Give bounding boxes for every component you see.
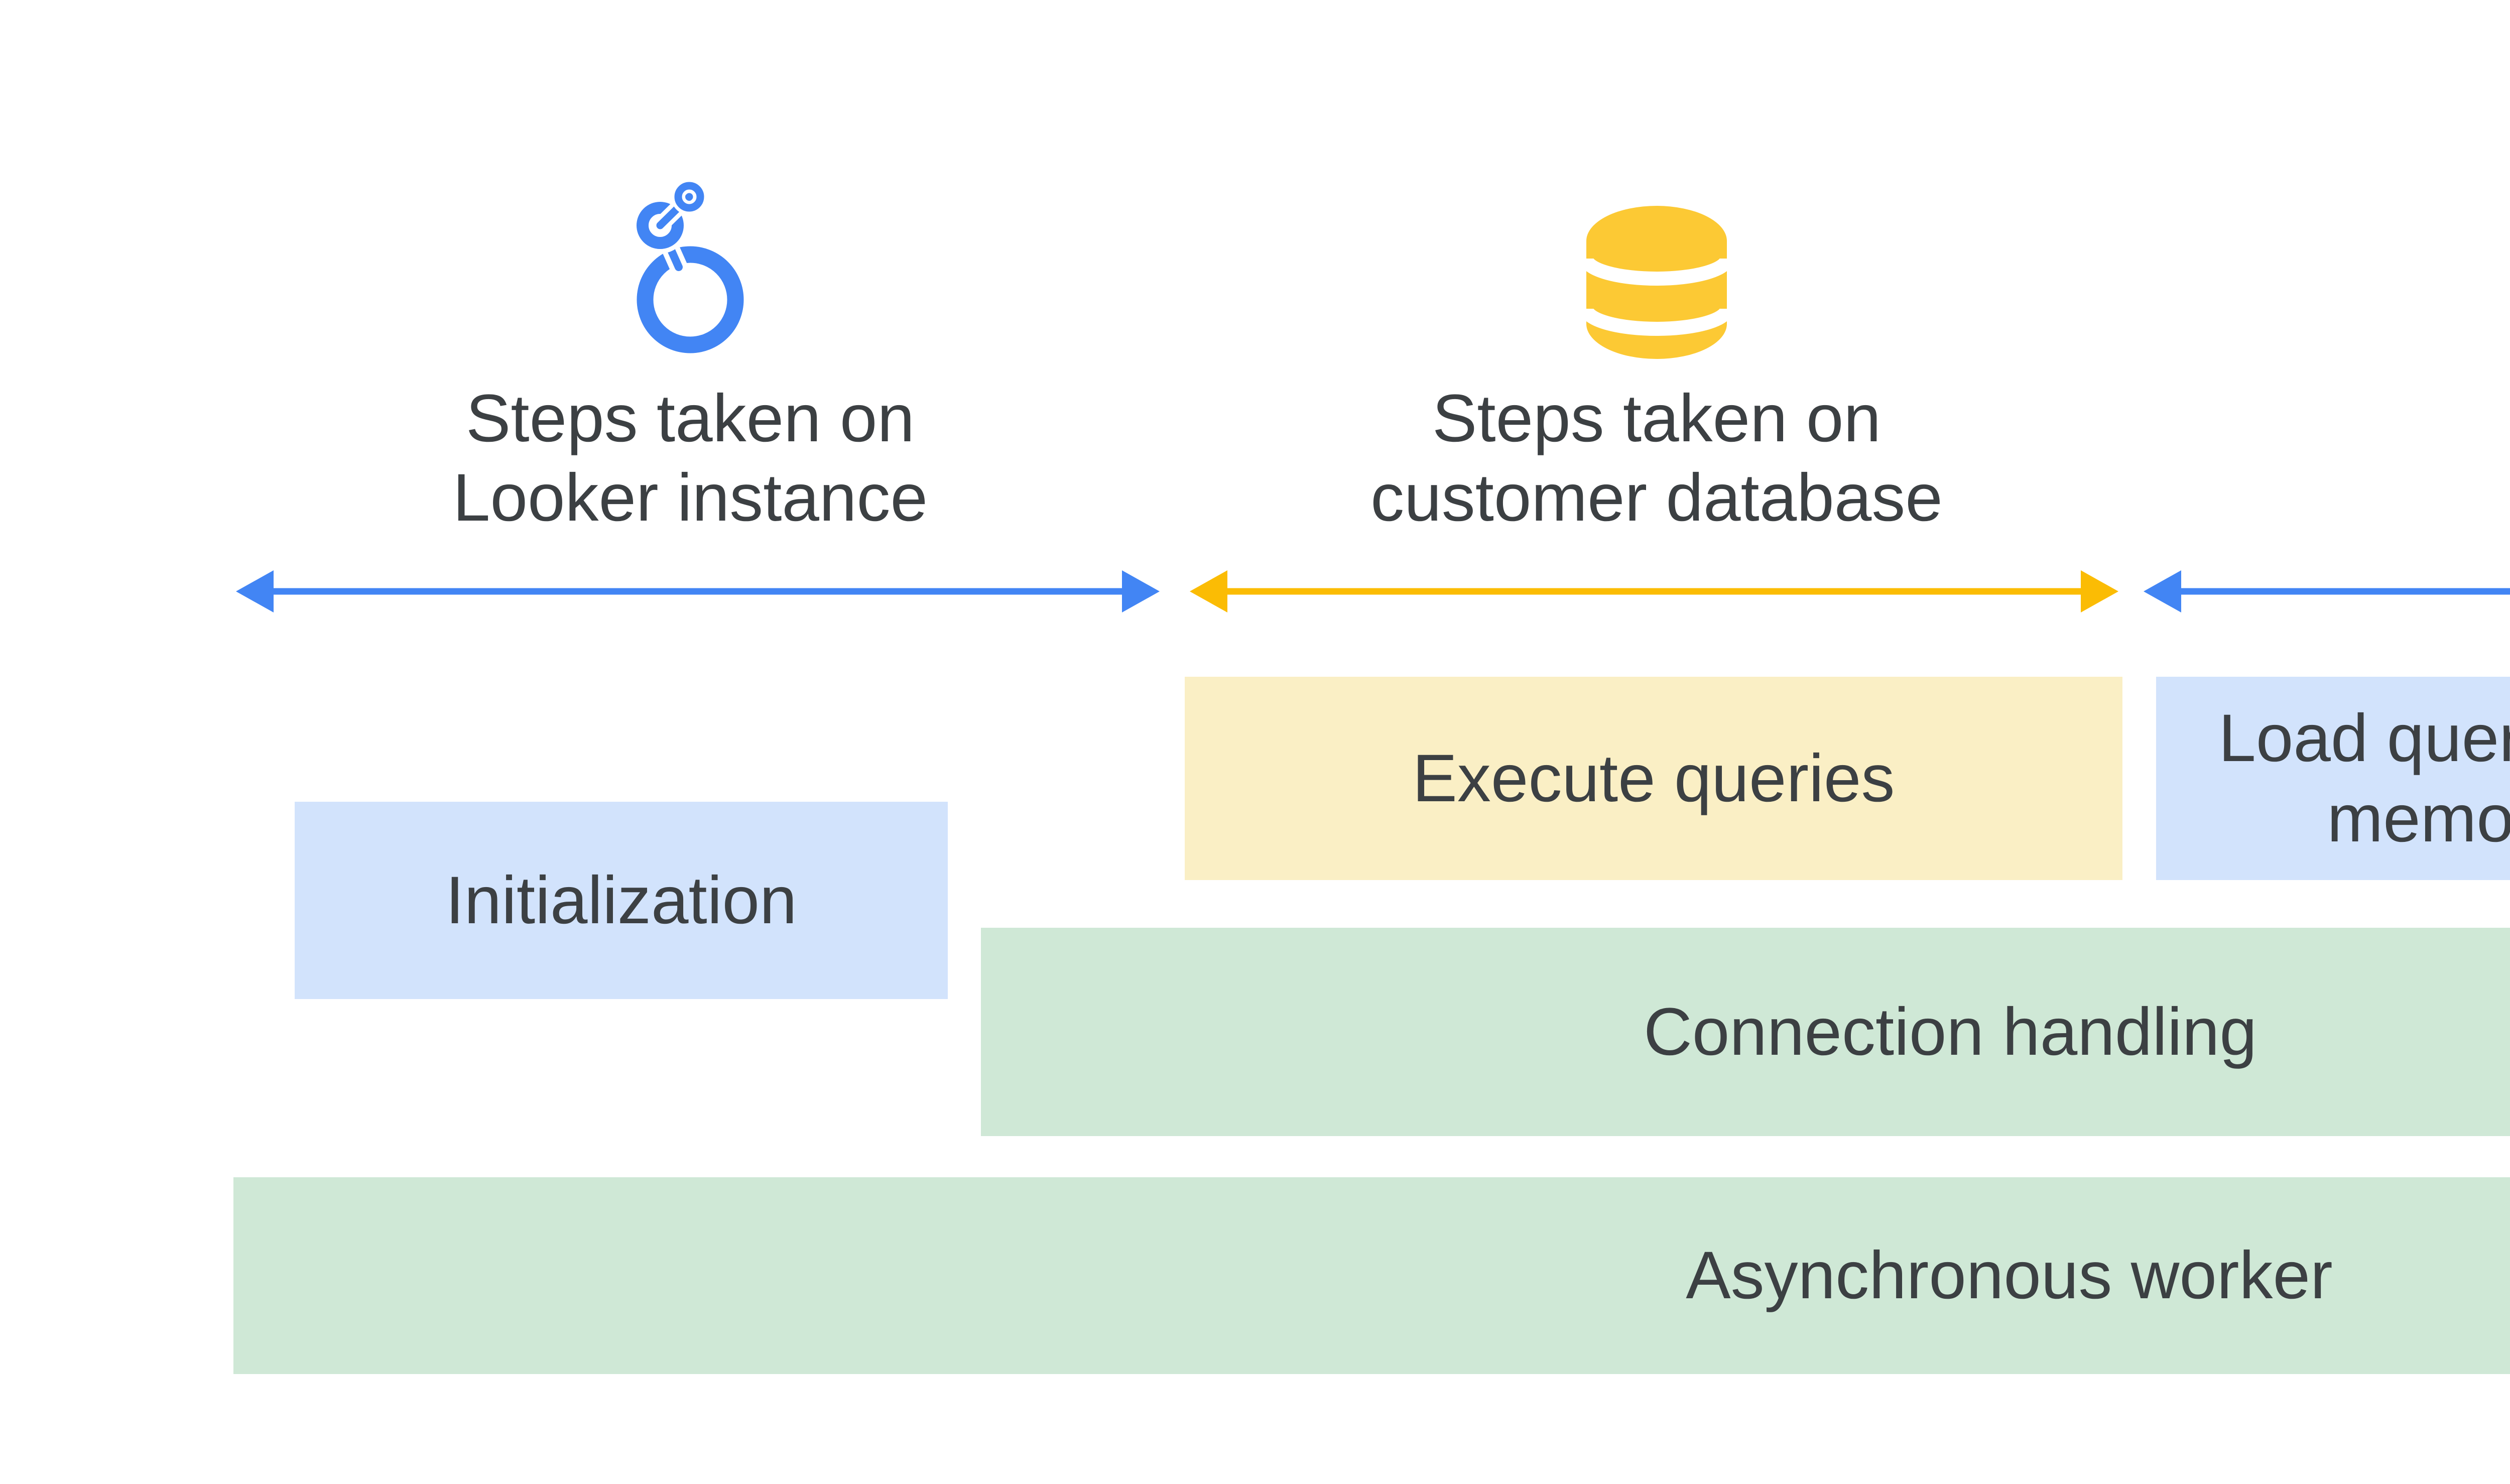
looker-logo-icon	[636, 182, 744, 353]
section-label-looker-right: Steps taken on Looker instance	[2430, 379, 2510, 538]
initialization-box: Initialization	[295, 802, 948, 999]
section-label-looker-left: Steps taken on Looker instance	[138, 379, 1242, 538]
initialization-label: Initialization	[445, 862, 797, 938]
double-arrow-looker-right	[2144, 570, 2510, 612]
section-label-database: Steps taken on customer database	[1104, 379, 2209, 538]
connection-handling-box: Connection handling	[981, 928, 2510, 1136]
section-label-line: Looker instance	[452, 460, 928, 535]
asynchronous-worker-box: Asynchronous worker	[233, 1177, 2510, 1374]
section-label-line: customer database	[1370, 460, 1943, 535]
section-label-line: Steps taken on	[2430, 379, 2510, 458]
double-arrow-customer-database	[1190, 570, 2118, 612]
section-label-line: Steps taken on	[1432, 381, 1881, 456]
load-queries-in-memory-box: Load queries in memory	[2156, 677, 2510, 880]
asynchronous-worker-label: Asynchronous worker	[1686, 1238, 2333, 1313]
database-icon	[1581, 206, 1732, 359]
execute-queries-box: Execute queries	[1185, 677, 2122, 880]
load-queries-in-memory-label: Load queries in memory	[2218, 700, 2510, 856]
execute-queries-label: Execute queries	[1412, 740, 1895, 816]
section-label-line: Steps taken on	[466, 381, 915, 456]
connection-handling-label: Connection handling	[1644, 994, 2257, 1069]
double-arrow-looker-left	[236, 570, 1160, 612]
section-label-line: Looker instance	[2430, 458, 2510, 538]
